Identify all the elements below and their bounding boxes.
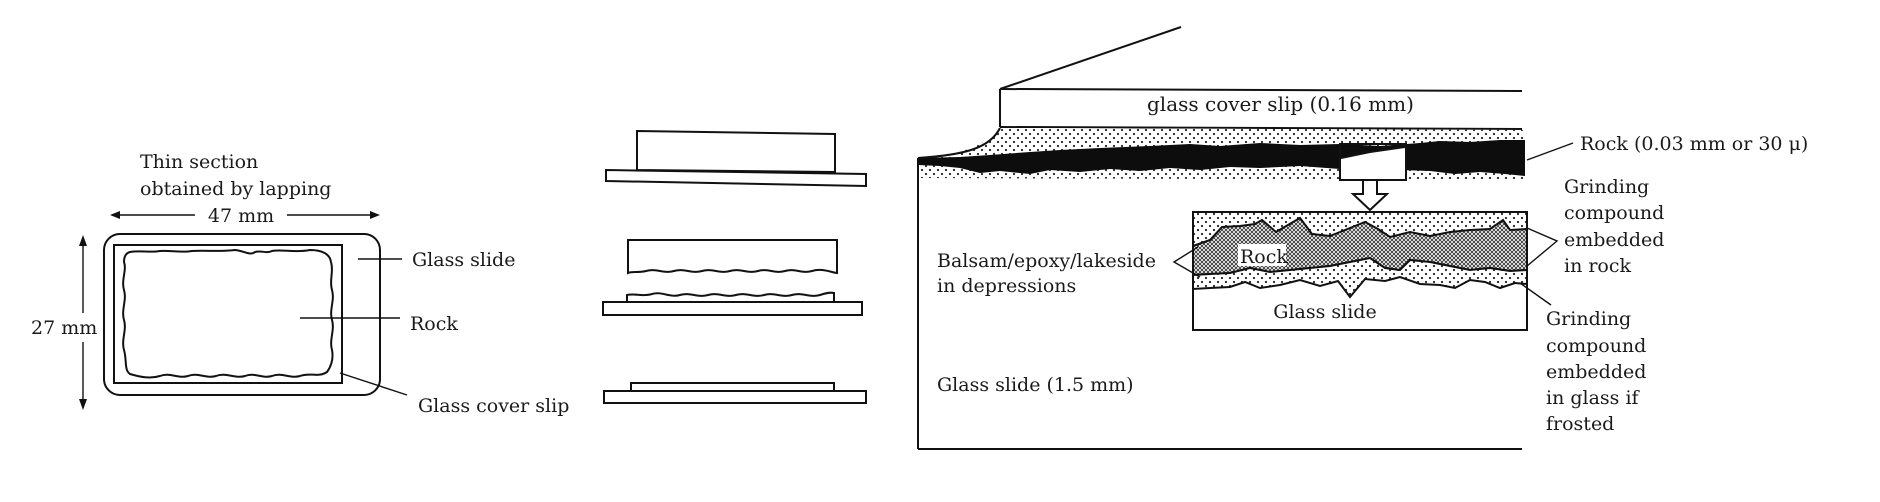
callout-rock-edge <box>1340 146 1406 159</box>
inset-glass-slide-label: Glass slide <box>1273 301 1376 323</box>
grinding-glass-label: Grinding compound embedded in glass if f… <box>1546 308 1646 435</box>
leader-grinding-rock <box>1526 227 1559 267</box>
balsam-label-line-2: in depressions <box>937 275 1076 297</box>
step-2-slide <box>602 301 863 316</box>
cover-slip-bottom <box>999 126 1523 130</box>
inset-rock-label-bg <box>1238 244 1286 266</box>
grinding-rock-line: embedded <box>1564 229 1664 251</box>
grinding-rock-line: Grinding <box>1564 176 1649 198</box>
step-2-lapped-surfaces <box>602 239 863 316</box>
grinding-glass-line: embedded <box>1546 361 1646 383</box>
right-panel: glass cover slip (0.16 mm) Glass slide (… <box>917 26 1808 450</box>
callout-frame <box>1339 143 1407 181</box>
step-1-rock-block <box>636 129 836 174</box>
label-glass-cover-slip: Glass cover slip <box>418 395 569 417</box>
step-1-block-on-slide <box>605 129 867 188</box>
inset-bottom-medium <box>1192 256 1528 299</box>
magnify-arrow-icon <box>1350 181 1390 212</box>
left-panel: Thin section obtained by lapping 47 mm 2… <box>31 151 569 417</box>
leader-cover-slip <box>339 372 408 396</box>
rock-thickness-label: Rock (0.03 mm or 30 μ) <box>1580 133 1808 155</box>
meniscus-curve <box>917 127 1001 159</box>
step-2-upper-block <box>627 239 838 275</box>
step-1-slide <box>605 168 867 188</box>
inset-magnified-view: Rock Glass slide <box>1192 211 1528 331</box>
leader-balsam <box>1172 246 1201 278</box>
step-3-thin-section-layer <box>630 382 835 392</box>
glass-slide-outline <box>103 233 381 396</box>
height-dimension-label: 27 mm <box>31 317 97 339</box>
grinding-rock-label: Grinding compound embedded in rock <box>1564 176 1664 277</box>
cover-slip-top <box>999 88 1523 92</box>
height-dimension-arrow <box>79 235 87 410</box>
grinding-glass-line: in glass if <box>1546 387 1641 409</box>
width-dimension-label: 47 mm <box>208 205 274 227</box>
title-line-1: Thin section <box>140 151 258 173</box>
grinding-glass-line: Grinding <box>1546 308 1631 330</box>
step-3-thin-section <box>603 382 867 404</box>
balsam-label-line-1: Balsam/epoxy/lakeside <box>937 250 1156 272</box>
inset-rock-label: Rock <box>1240 246 1288 268</box>
leader-grinding-glass <box>1519 282 1552 306</box>
step-3-slide <box>603 390 867 404</box>
grinding-glass-line: frosted <box>1546 413 1614 435</box>
rock-outline <box>122 248 334 379</box>
grinding-rock-line: compound <box>1564 202 1664 224</box>
title-line-2: obtained by lapping <box>140 178 331 200</box>
label-glass-slide: Glass slide <box>412 249 515 271</box>
cover-slip-label: glass cover slip (0.16 mm) <box>1147 92 1414 116</box>
width-dimension-arrow <box>110 211 380 219</box>
glass-slide-thickness-label: Glass slide (1.5 mm) <box>937 374 1134 396</box>
grinding-rock-line: in rock <box>1564 255 1632 277</box>
cover-slip-edge-line <box>999 26 1182 90</box>
cover-slip-outline <box>113 244 343 384</box>
leader-rock-thickness <box>1526 142 1574 161</box>
inset-frame <box>1192 211 1528 331</box>
step-2-lower-rock <box>626 291 835 303</box>
middle-panel <box>602 129 867 404</box>
grinding-glass-line: compound <box>1546 335 1646 357</box>
label-rock: Rock <box>410 313 458 335</box>
